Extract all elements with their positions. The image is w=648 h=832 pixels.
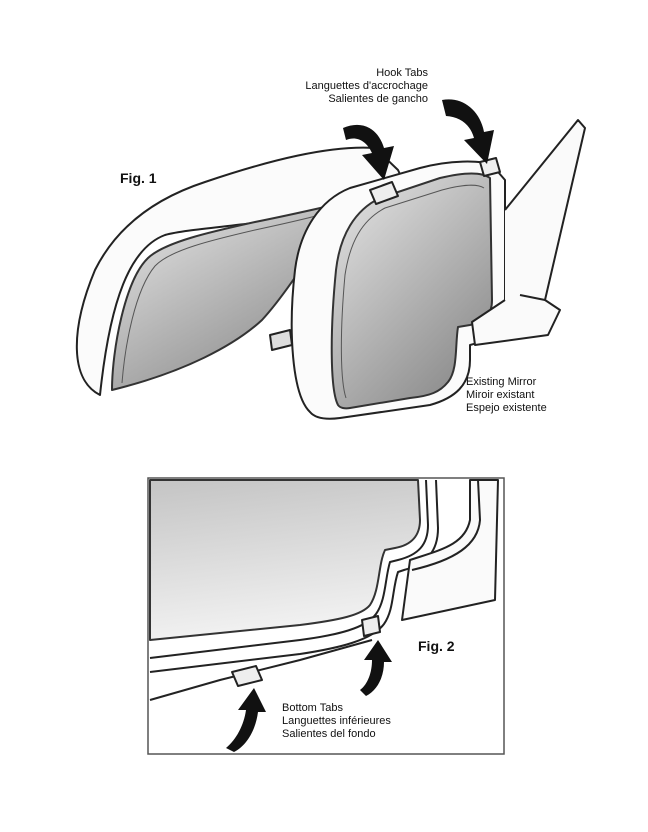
existing-mirror-label-en: Existing Mirror [466, 376, 537, 388]
figure-2-frame [147, 477, 505, 755]
figure-1-drawing [75, 119, 586, 420]
bottom-tabs-label-en: Bottom Tabs [282, 702, 343, 714]
arrow-icon [360, 640, 392, 696]
bottom-tabs-label-es: Salientes del fondo [282, 728, 376, 740]
left-mirror-glass [111, 203, 339, 391]
hook-tab-left [369, 181, 399, 205]
zoomed-mirror-bracket [401, 479, 499, 621]
hook-tabs-label-en: Hook Tabs [376, 67, 428, 79]
mirror-bracket [471, 119, 586, 346]
hook-tabs-label: Hook Tabs Languettes d'accrochage Salien… [282, 67, 428, 106]
bottom-tab-right [361, 615, 381, 637]
bottom-tabs-label: Bottom Tabs Languettes inférieures Salie… [282, 702, 391, 741]
existing-mirror-glass [330, 172, 493, 410]
left-mirror-housing [75, 146, 406, 396]
figure-2-drawing [149, 479, 499, 701]
zoomed-mirror-glass [149, 479, 421, 641]
arrow-icon [442, 99, 494, 164]
hook-tabs-label-es: Salientes de gancho [328, 93, 428, 105]
arrow-icon [343, 124, 394, 180]
fig1-title: Fig. 1 [120, 170, 157, 186]
hook-tab-right [479, 157, 501, 177]
arrow-icon [226, 688, 266, 752]
bottom-tab-left [231, 665, 263, 687]
bottom-tabs-label-fr: Languettes inférieures [282, 715, 391, 727]
existing-mirror-label-fr: Miroir existant [466, 389, 535, 401]
fig2-title: Fig. 2 [418, 638, 455, 654]
existing-mirror-label-es: Espejo existente [466, 402, 547, 414]
hook-tab-arrows [343, 99, 494, 180]
hook-tabs-label-fr: Languettes d'accrochage [305, 80, 428, 92]
bottom-tab-arrows [226, 640, 392, 752]
existing-mirror-label: Existing Mirror Miroir existant Espejo e… [466, 376, 547, 415]
